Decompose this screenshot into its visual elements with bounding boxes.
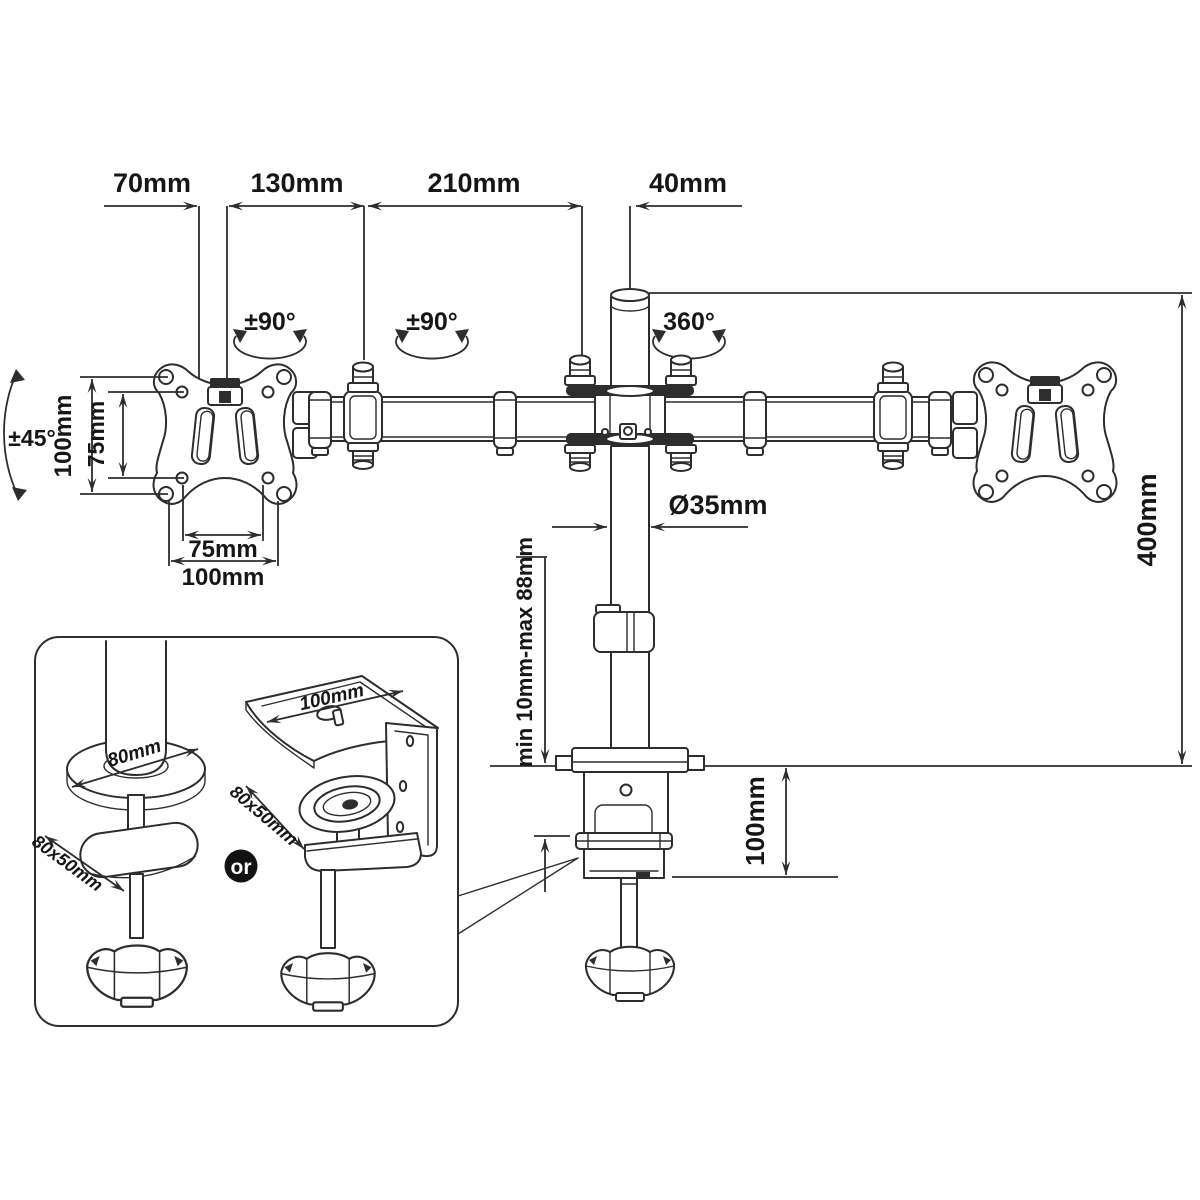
arm-pivot-left <box>344 363 382 470</box>
desk-thickness-dim: min 10mm-max 88mm <box>512 537 570 892</box>
vesa-plate-right <box>972 361 1118 503</box>
dim-70mm: 70mm <box>113 168 191 198</box>
reference-lines <box>490 292 1192 767</box>
dim-vesa-h-inner: 75mm <box>188 536 257 563</box>
top-dimension-row: 70mm 130mm 210mm 40mm <box>104 168 742 383</box>
dim-vesa-v-outer: 100mm <box>50 395 77 478</box>
clamp-depth-dim: 100mm <box>672 768 838 878</box>
clamp-screw-rod <box>620 877 638 953</box>
pole-diameter-dim: Ø35mm <box>552 490 768 532</box>
grommet-knob <box>86 944 188 1008</box>
rotation-annotations: ±90° ±90° 360° ±45° <box>3 308 726 501</box>
rotation-plate-tilt: ±45° <box>8 425 55 451</box>
dim-clamp-pad: 80x50mm <box>226 781 302 849</box>
rotation-pole-swivel: 360° <box>663 308 715 336</box>
vesa-plate-dims: 100mm 75mm 75mm 100mm <box>50 376 279 591</box>
rotation-left-joint: ±90° <box>244 308 296 336</box>
clamp-mount: 100mm 80x50mm <box>226 675 439 1012</box>
rotation-mid-joint: ±90° <box>406 308 458 336</box>
dim-pole-diameter: Ø35mm <box>668 490 767 520</box>
pole <box>593 288 655 751</box>
center-pole-bracket <box>564 354 697 472</box>
desk-clamp-base <box>555 747 705 1002</box>
dim-40mm: 40mm <box>649 168 727 198</box>
dim-vesa-h-outer: 100mm <box>182 564 265 591</box>
dim-desk-thickness: min 10mm-max 88mm <box>512 537 537 767</box>
dim-130mm: 130mm <box>250 168 343 198</box>
mounting-options-inset: 80mm 80x50mm 100mm <box>28 636 579 1027</box>
pole-height-dim: 400mm <box>1132 295 1187 764</box>
dim-210mm: 210mm <box>427 168 520 198</box>
height-collar <box>593 611 655 653</box>
clamp-option-knob <box>280 952 376 1012</box>
grommet-mount: 80mm 80x50mm <box>28 640 206 1008</box>
or-badge-label: or <box>231 856 252 879</box>
clamp-knob <box>584 945 676 1002</box>
inset-callout <box>457 857 579 935</box>
dim-pole-height: 400mm <box>1132 473 1162 566</box>
or-badge: or <box>224 849 258 883</box>
or-badge-circle <box>224 849 258 883</box>
vesa-plate-left <box>152 363 298 505</box>
arm-pivot-right <box>874 363 912 470</box>
clamp-jaw <box>583 848 665 879</box>
dim-vesa-v-inner: 75mm <box>83 401 109 467</box>
dim-clamp-depth: 100mm <box>740 776 770 866</box>
